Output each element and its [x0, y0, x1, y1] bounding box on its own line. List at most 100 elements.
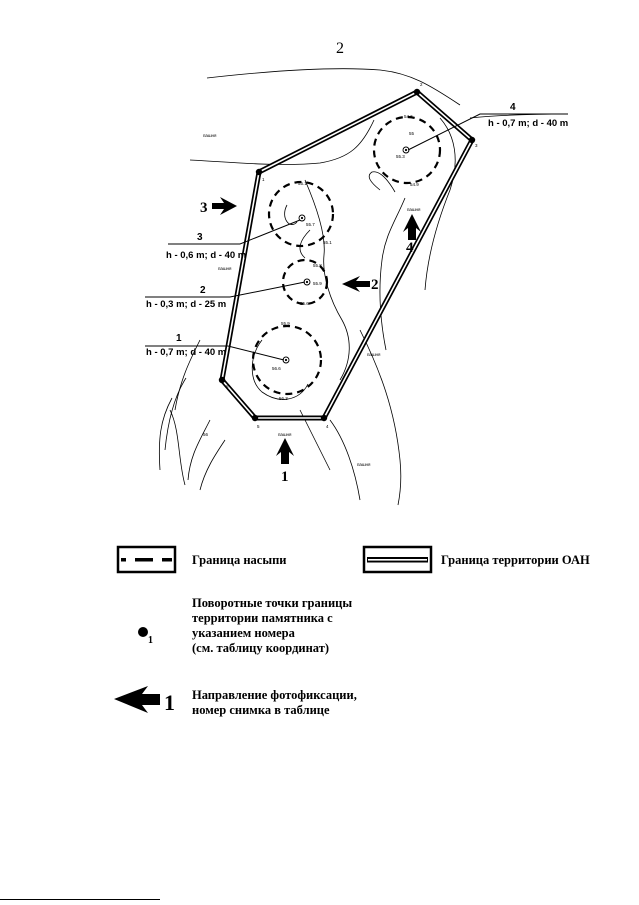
legend-mound-boundary-symbol — [116, 545, 177, 574]
page-number: 2 — [336, 40, 344, 57]
contour-line — [164, 377, 187, 451]
turning-point — [320, 414, 328, 422]
turning-point — [413, 88, 421, 96]
contour-line — [359, 329, 402, 506]
legend-photo-direction-label: Направление фотофиксации, номер снимка в… — [192, 688, 357, 718]
contour-line — [189, 119, 375, 165]
legend-arrow-number: 1 — [164, 690, 175, 715]
photo-arrow-icon — [403, 214, 421, 240]
mound-callout-number: 3 — [197, 232, 203, 243]
terrain-label: пашня — [407, 207, 421, 212]
turning-point-label: 1 — [262, 177, 265, 182]
legend-mound-boundary-label: Граница насыпи — [192, 553, 287, 567]
turning-point-label: 2 — [420, 82, 423, 87]
photo-arrow-number: 3 — [200, 200, 208, 216]
elevation-mark: 55.6 — [300, 301, 309, 306]
mound-boundaries — [251, 115, 442, 396]
elevation-mark: 55.9 — [281, 321, 290, 326]
photo-arrow-icon — [342, 276, 370, 292]
legend-turning-point-icon — [138, 627, 148, 637]
photo-arrow-number: 2 — [371, 277, 379, 293]
legend-turning-points-label: Поворотные точки границы территории памя… — [192, 596, 352, 656]
elevation-mark: 56 — [203, 432, 209, 437]
contour-line — [187, 419, 211, 481]
turning-point-label: 3 — [475, 143, 478, 148]
mound-boundary — [281, 258, 329, 306]
mound-boundary — [267, 180, 335, 248]
legend-turning-point-subscript: 1 — [148, 635, 153, 646]
contour-line — [304, 179, 350, 381]
mound-callout-dims: h - 0,6 m; d - 40 m — [166, 250, 246, 261]
elevation-mark: 54.6 — [404, 114, 413, 119]
legend-oan-boundary-label: Граница территории ОАН — [441, 553, 590, 567]
oan-territory-boundary — [219, 89, 476, 421]
mound-callout-dims: h - 0,3 m; d - 25 m — [146, 299, 226, 310]
contour-line — [379, 197, 406, 351]
terrain-label: пашня — [278, 432, 292, 437]
elevation-mark: 54.9 — [410, 182, 419, 187]
elevation-mark: 56.6 — [272, 366, 281, 371]
mound-center-dots — [284, 148, 408, 362]
contour-line — [424, 117, 456, 291]
photo-arrow-icon — [276, 438, 294, 464]
terrain-label: пашня — [357, 462, 371, 467]
terrain-labels: пашня пашня пашня пашня пашня пашня — [203, 133, 421, 467]
turning-point-label: 5 — [257, 424, 260, 429]
turning-point — [251, 414, 259, 422]
mound-callout-number: 2 — [200, 285, 206, 296]
contour-lines — [158, 68, 569, 506]
contour-line — [158, 397, 173, 471]
legend-photo-arrow-icon — [114, 686, 160, 713]
legend-text-line: (см. таблицу координат) — [192, 641, 330, 655]
photo-arrow-numbers: 3 2 4 1 — [200, 200, 414, 485]
photo-arrow-number: 1 — [281, 469, 289, 485]
photo-arrow-icon — [212, 197, 237, 215]
legend-symbols: 1 1 — [114, 545, 433, 715]
elevation-mark: 56.3 — [279, 396, 288, 401]
turning-point — [468, 136, 476, 144]
mound-center — [298, 214, 306, 222]
legend-text-line: указанием номера — [192, 626, 295, 640]
turning-points — [218, 88, 476, 422]
contour-line — [368, 171, 396, 193]
contour-line — [329, 419, 361, 501]
contour-line — [169, 409, 186, 486]
elevation-mark: 55.8 — [313, 263, 322, 268]
elevation-marks: 54.6 55 55.3 54.9 55.1 55.7 55.1 55.8 55… — [203, 114, 419, 437]
turning-point-label: 4 — [326, 424, 329, 429]
footnote-divider — [0, 899, 160, 900]
elevation-mark: 55.9 — [313, 281, 322, 286]
turning-point — [218, 376, 226, 384]
legend-oan-boundary-symbol — [362, 545, 433, 574]
terrain-label: пашня — [218, 266, 232, 271]
photo-arrow-number: 4 — [406, 240, 414, 256]
elevation-mark: 55.1 — [298, 181, 307, 186]
mound-callout-dims: h - 0,7 m; d - 40 m — [146, 347, 226, 358]
mound-callout-number: 4 — [510, 102, 516, 113]
mound-callout-dims: h - 0,7 m; d - 40 m — [488, 118, 568, 129]
legend-text-line: территории памятника с — [192, 611, 333, 625]
contour-line — [284, 204, 298, 225]
photo-arrows — [212, 197, 421, 464]
elevation-mark: 55.1 — [323, 240, 332, 245]
mound-boundary — [251, 324, 323, 396]
contour-line — [206, 68, 461, 106]
turning-point-labels: 1 2 3 4 5 6 — [226, 82, 478, 429]
contour-line — [199, 439, 226, 491]
mound-callouts: 3 h - 0,6 m; d - 40 m 2 h - 0,3 m; d - 2… — [146, 102, 568, 358]
elevation-mark: 55.3 — [396, 154, 405, 159]
legend-text-line: Направление фотофиксации, — [192, 688, 357, 702]
mound-boundary — [372, 115, 442, 185]
callout-leaders — [145, 113, 568, 361]
turning-point-label: 6 — [226, 384, 229, 389]
contour-line — [299, 229, 311, 259]
mound-callout-number: 1 — [176, 333, 182, 344]
elevation-mark: 55 — [409, 131, 415, 136]
terrain-label: пашня — [203, 133, 217, 138]
legend-text-line: Поворотные точки границы — [192, 596, 353, 610]
legend-text-line: номер снимка в таблице — [192, 703, 330, 717]
terrain-label: пашня — [367, 352, 381, 357]
elevation-mark: 55.7 — [306, 222, 315, 227]
turning-point — [255, 168, 263, 176]
